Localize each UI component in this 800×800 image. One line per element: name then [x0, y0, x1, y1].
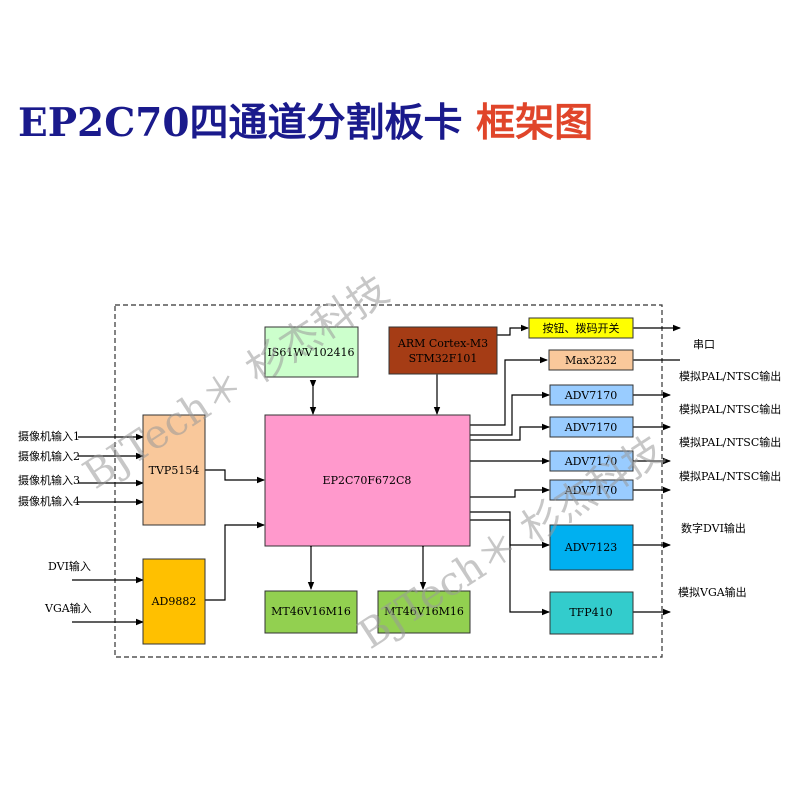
tfp410-label: TFP410	[569, 606, 612, 619]
title-main: EP2C70四通道分割板卡	[18, 100, 463, 146]
arm-block	[388, 326, 498, 375]
tfp410-block	[549, 591, 634, 635]
output-label-pal-1: 模拟PAL/NTSC输出	[679, 369, 781, 383]
is61wv-block	[264, 326, 359, 378]
input-label-cam2: 摄像机输入2	[18, 449, 80, 463]
input-label-dvi: DVI输入	[48, 559, 91, 573]
input-label-cam3: 摄像机输入3	[18, 473, 80, 487]
adv7170-label-3: ADV7170	[564, 455, 618, 468]
output-label-dvi: 数字DVI输出	[681, 521, 746, 535]
tvp5154-block	[142, 414, 206, 526]
input-label-vga: VGA输入	[44, 601, 92, 615]
board-border	[114, 304, 663, 658]
output-label-pal-4: 模拟PAL/NTSC输出	[679, 469, 781, 483]
sdram2-label: MT46V16M16	[384, 605, 464, 618]
ad9882-label: AD9882	[151, 595, 197, 608]
fpga-label: EP2C70F672C8	[323, 474, 412, 487]
keys-block	[528, 317, 634, 339]
adv7170-label-1: ADV7170	[564, 389, 618, 402]
adv7170-block-4	[549, 479, 634, 501]
page-title: EP2C70四通道分割板卡 框架图	[18, 92, 798, 148]
max3232-label: Max3232	[565, 354, 617, 367]
output-label-serial: 串口	[693, 338, 715, 351]
tvp5154-label: TVP5154	[149, 464, 200, 477]
adv7170-block-2	[549, 416, 634, 438]
input-label-cam1: 摄像机输入1	[18, 429, 80, 443]
output-label-pal-2: 模拟PAL/NTSC输出	[679, 402, 781, 416]
adv7170-label-2: ADV7170	[564, 421, 618, 434]
arm-label-2: STM32F101	[409, 352, 478, 365]
arm-label-1: ARM Cortex-M3	[397, 337, 488, 350]
adv7170-block-1	[549, 384, 634, 406]
adv7123-label: ADV7123	[564, 541, 618, 554]
adv7123-block	[549, 524, 634, 571]
adv7170-label-4: ADV7170	[564, 484, 618, 497]
input-label-cam4: 摄像机输入4	[18, 494, 80, 508]
is61wv-label: IS61WV102416	[267, 346, 354, 359]
fpga-block	[264, 414, 471, 547]
ad9882-block	[142, 558, 206, 645]
connections	[72, 324, 681, 626]
sdram1-block	[264, 590, 358, 634]
output-label-pal-3: 模拟PAL/NTSC输出	[679, 435, 781, 449]
adv7170-block-3	[549, 450, 634, 472]
title-highlight: 框架图	[476, 100, 594, 146]
max3232-block	[548, 349, 634, 371]
sdram1-label: MT46V16M16	[271, 605, 351, 618]
keys-label: 按钮、拨码开关	[543, 321, 620, 335]
sdram2-block	[377, 590, 471, 634]
output-label-vga: 模拟VGA输出	[678, 585, 747, 599]
